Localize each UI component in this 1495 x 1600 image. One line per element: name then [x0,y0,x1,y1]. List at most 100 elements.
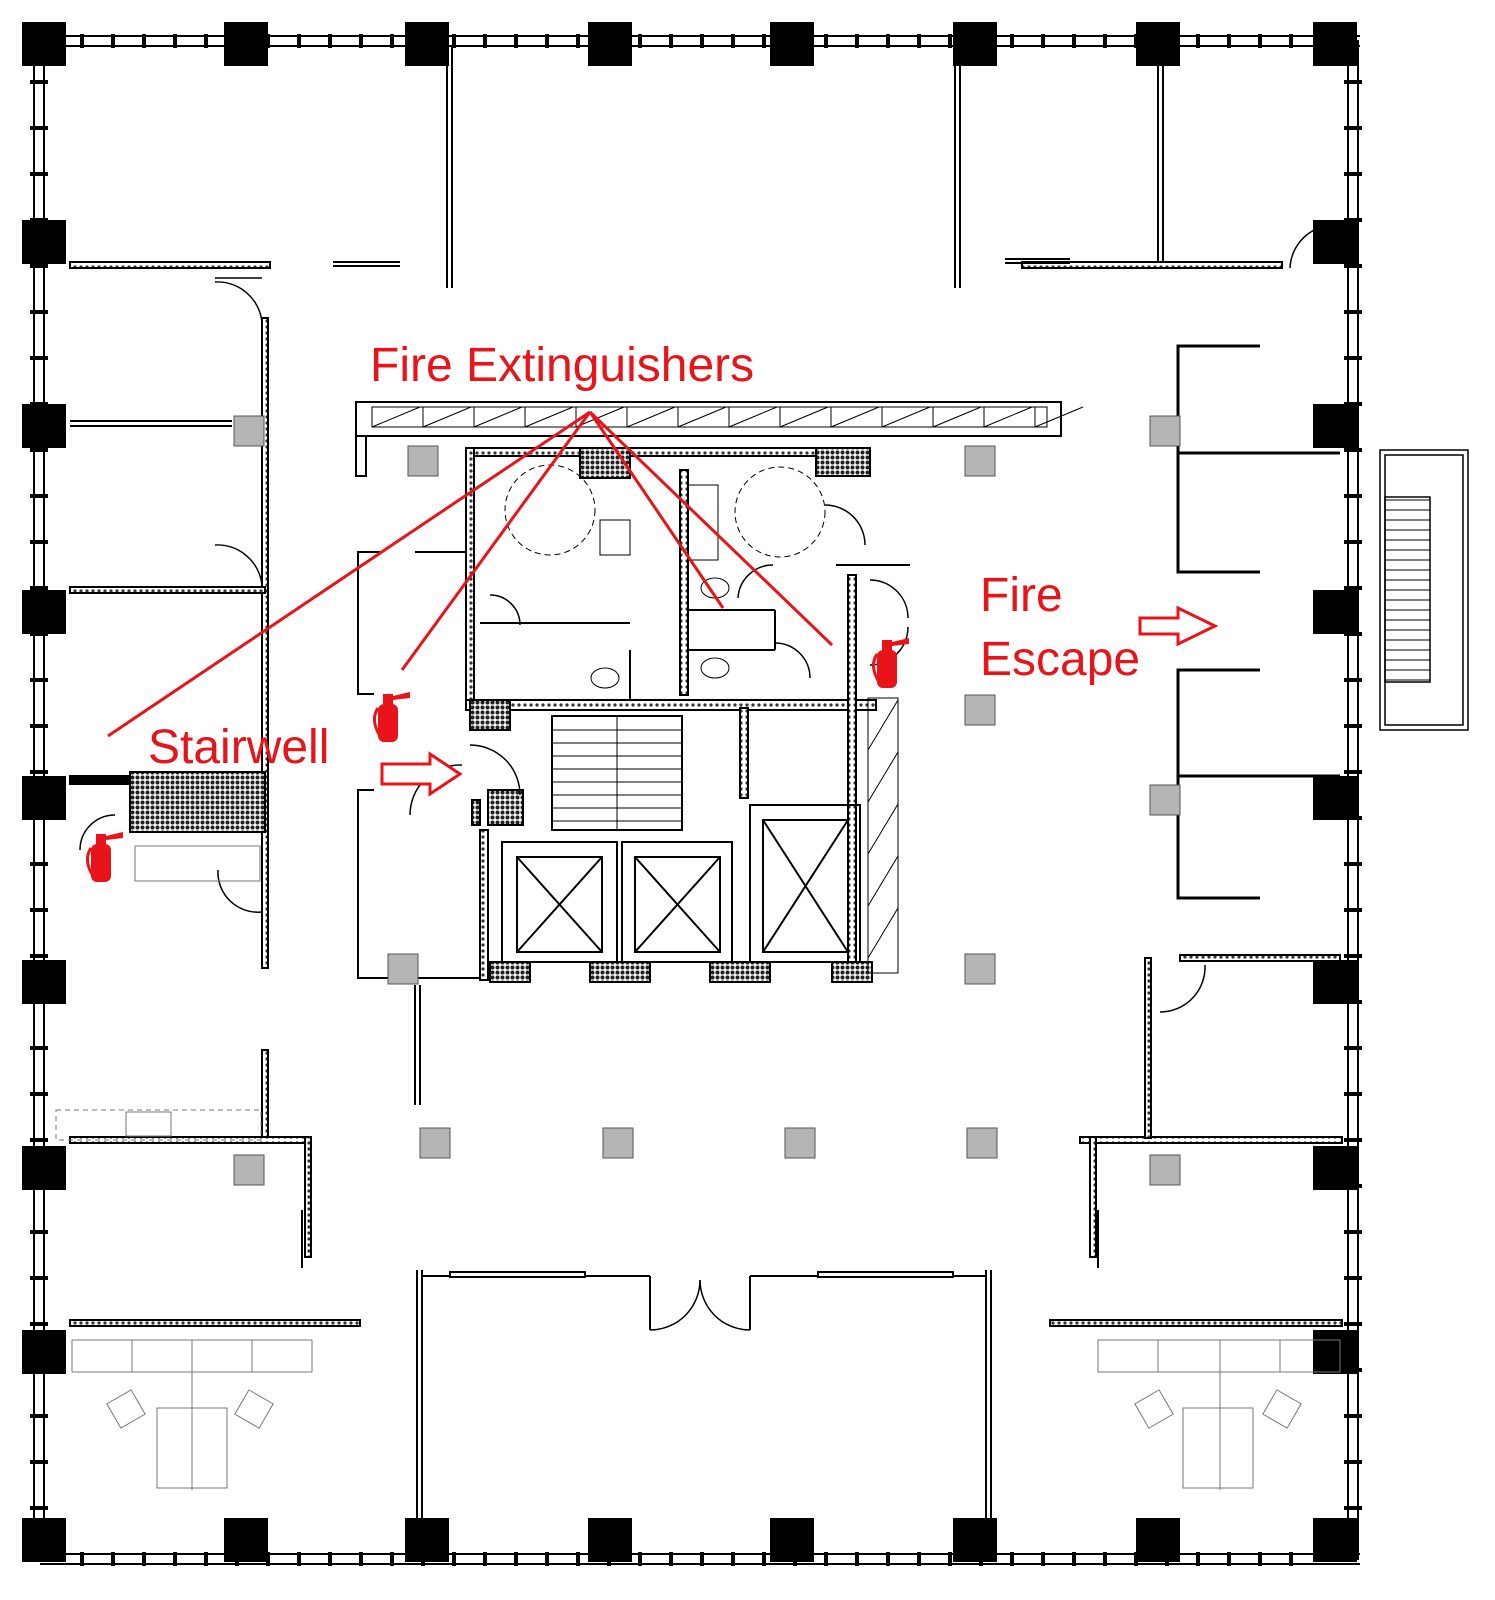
column [22,22,66,66]
mullion [1289,34,1293,48]
mullion [576,1552,580,1566]
mullion [297,1552,301,1566]
mullion [1196,34,1200,48]
mullion [638,34,642,48]
mullion [1344,1414,1362,1418]
mullion [390,34,394,48]
mullion [1344,678,1362,682]
mullion [30,724,48,728]
mullion [390,1552,394,1566]
mullion [111,34,115,48]
mullion [1344,310,1362,314]
pillar [407,445,439,477]
mullion [30,264,48,268]
mullion [1196,1552,1200,1566]
mullion [1344,172,1362,176]
column [588,22,632,66]
mullion [1010,34,1014,48]
mullion [1041,34,1045,48]
pillar [602,1127,634,1159]
column [1136,1518,1180,1562]
mullion [1344,862,1362,866]
mullion [1344,724,1362,728]
structural-columns [22,22,1357,1562]
mullion [30,1138,48,1142]
mullion [30,494,48,498]
mullion [1344,356,1362,360]
mullion [1072,34,1076,48]
mullion [514,1552,518,1566]
building-core [355,401,1084,983]
mullion [576,34,580,48]
column [1313,220,1357,264]
mullion [30,310,48,314]
mullion [30,356,48,360]
mullion [917,34,921,48]
mullion [1010,1552,1014,1566]
mullion [483,1552,487,1566]
pillar [1149,784,1181,816]
mullion [1041,1552,1045,1566]
mullion [1344,908,1362,912]
mullion [669,34,673,48]
pillar [964,694,996,726]
column [22,590,66,634]
column [953,1518,997,1562]
pillar [964,953,996,985]
fire-escape-label-line2: Escape [980,633,1141,686]
mullion [30,678,48,682]
mullion [328,34,332,48]
mullion [1289,1552,1293,1566]
mullion [669,1552,673,1566]
mullion [545,1552,549,1566]
stairwell-arrow-icon [380,751,463,797]
column [22,404,66,448]
column [1313,590,1357,634]
column [22,1146,66,1190]
mullion [855,34,859,48]
mullion [1344,80,1362,84]
mullion [948,1552,952,1566]
mullion [30,540,48,544]
mullion [1227,34,1231,48]
mullion [1344,494,1362,498]
column [1313,776,1357,820]
mullion [886,1552,890,1566]
pillar [784,1127,816,1159]
column [1313,1146,1357,1190]
mullion [638,1552,642,1566]
mullion [30,1046,48,1050]
fire-extinguisher-icon [872,638,909,688]
column [1313,1330,1357,1374]
pillar [233,1154,265,1186]
mullion [1344,1046,1362,1050]
mullion [824,34,828,48]
mullion [948,34,952,48]
mullion [30,1322,48,1326]
elevator-shafts [501,804,861,963]
mullion [1344,770,1362,774]
mullion [1258,1552,1262,1566]
mullion [1344,1230,1362,1234]
mullion [30,1230,48,1234]
mullion [30,586,48,590]
pillar [419,1127,451,1159]
mullion [328,1552,332,1566]
pillar [233,415,265,447]
mullion [142,1552,146,1566]
mullion [359,1552,363,1566]
mullion [1103,34,1107,48]
column [22,220,66,264]
mullion [1344,126,1362,130]
mullion [1344,1276,1362,1280]
mullion [917,1552,921,1566]
mullion [30,908,48,912]
column [770,1518,814,1562]
pillar [387,953,419,985]
mullion [359,34,363,48]
mullion [30,1460,48,1464]
mullion [731,34,735,48]
fire-escape-label-line1: Fire [980,569,1063,622]
pillar [966,1127,998,1159]
mullion [483,34,487,48]
